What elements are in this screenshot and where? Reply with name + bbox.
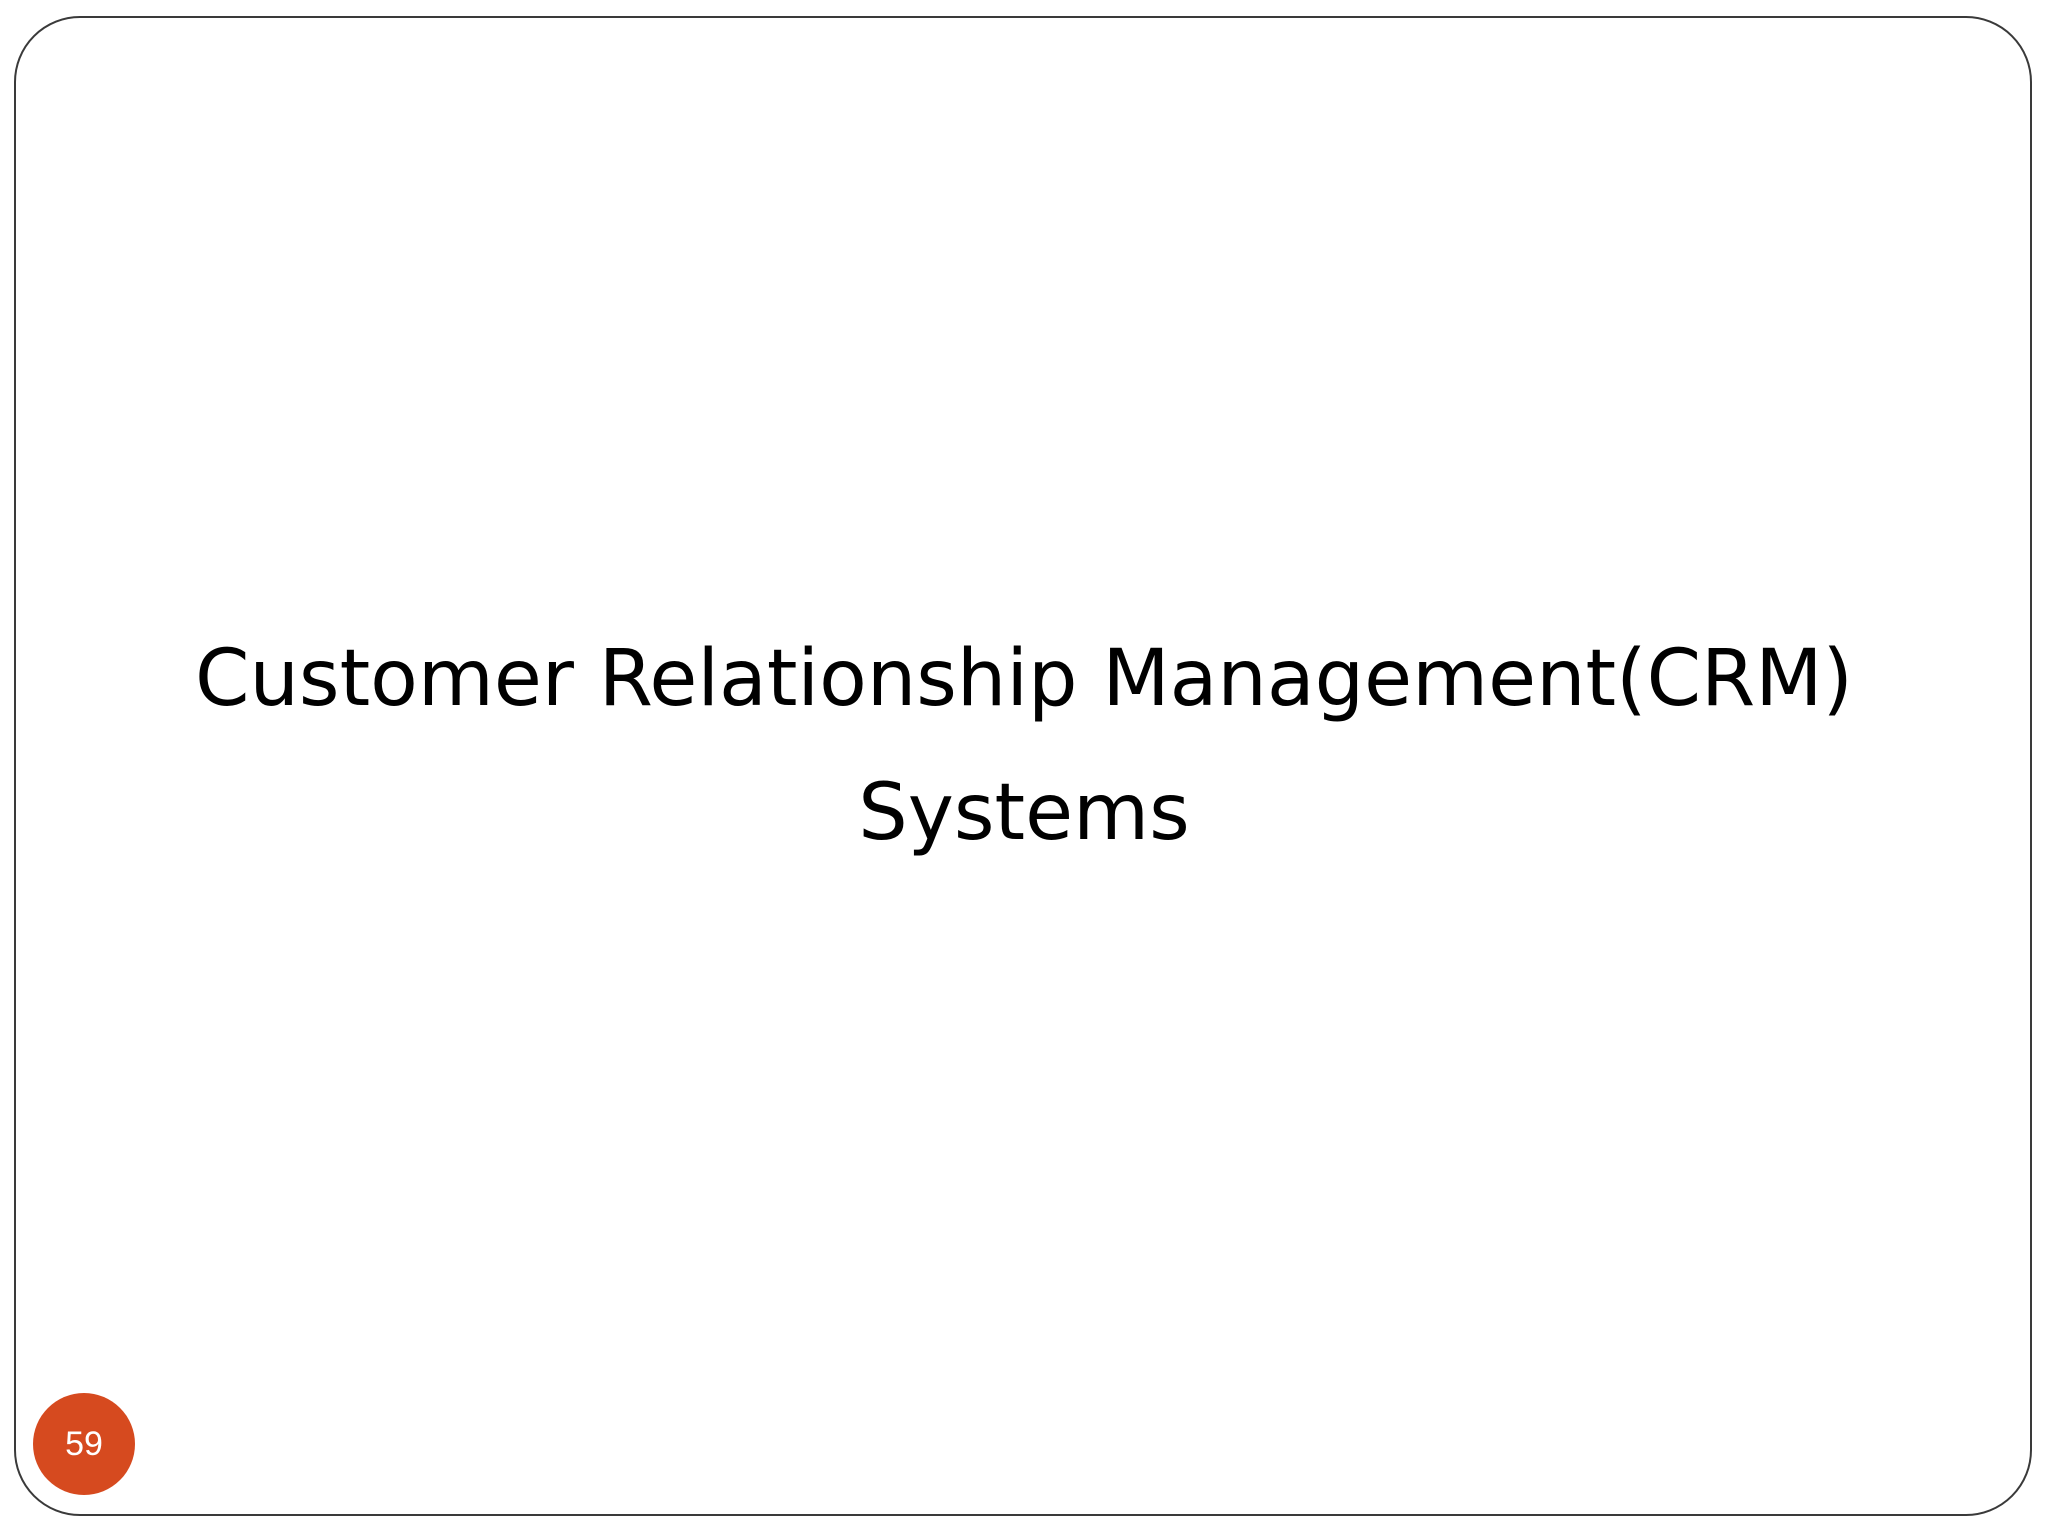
page-number: 59 xyxy=(65,1424,103,1463)
slide-frame xyxy=(14,16,2032,1516)
slide-title-line-1: Customer Relationship Management(CRM) xyxy=(195,634,1853,724)
page-number-badge: 59 xyxy=(33,1393,135,1495)
slide-title-line-2: Systems xyxy=(858,768,1190,858)
slide-title: Customer Relationship Management(CRM) Sy… xyxy=(0,612,2048,880)
